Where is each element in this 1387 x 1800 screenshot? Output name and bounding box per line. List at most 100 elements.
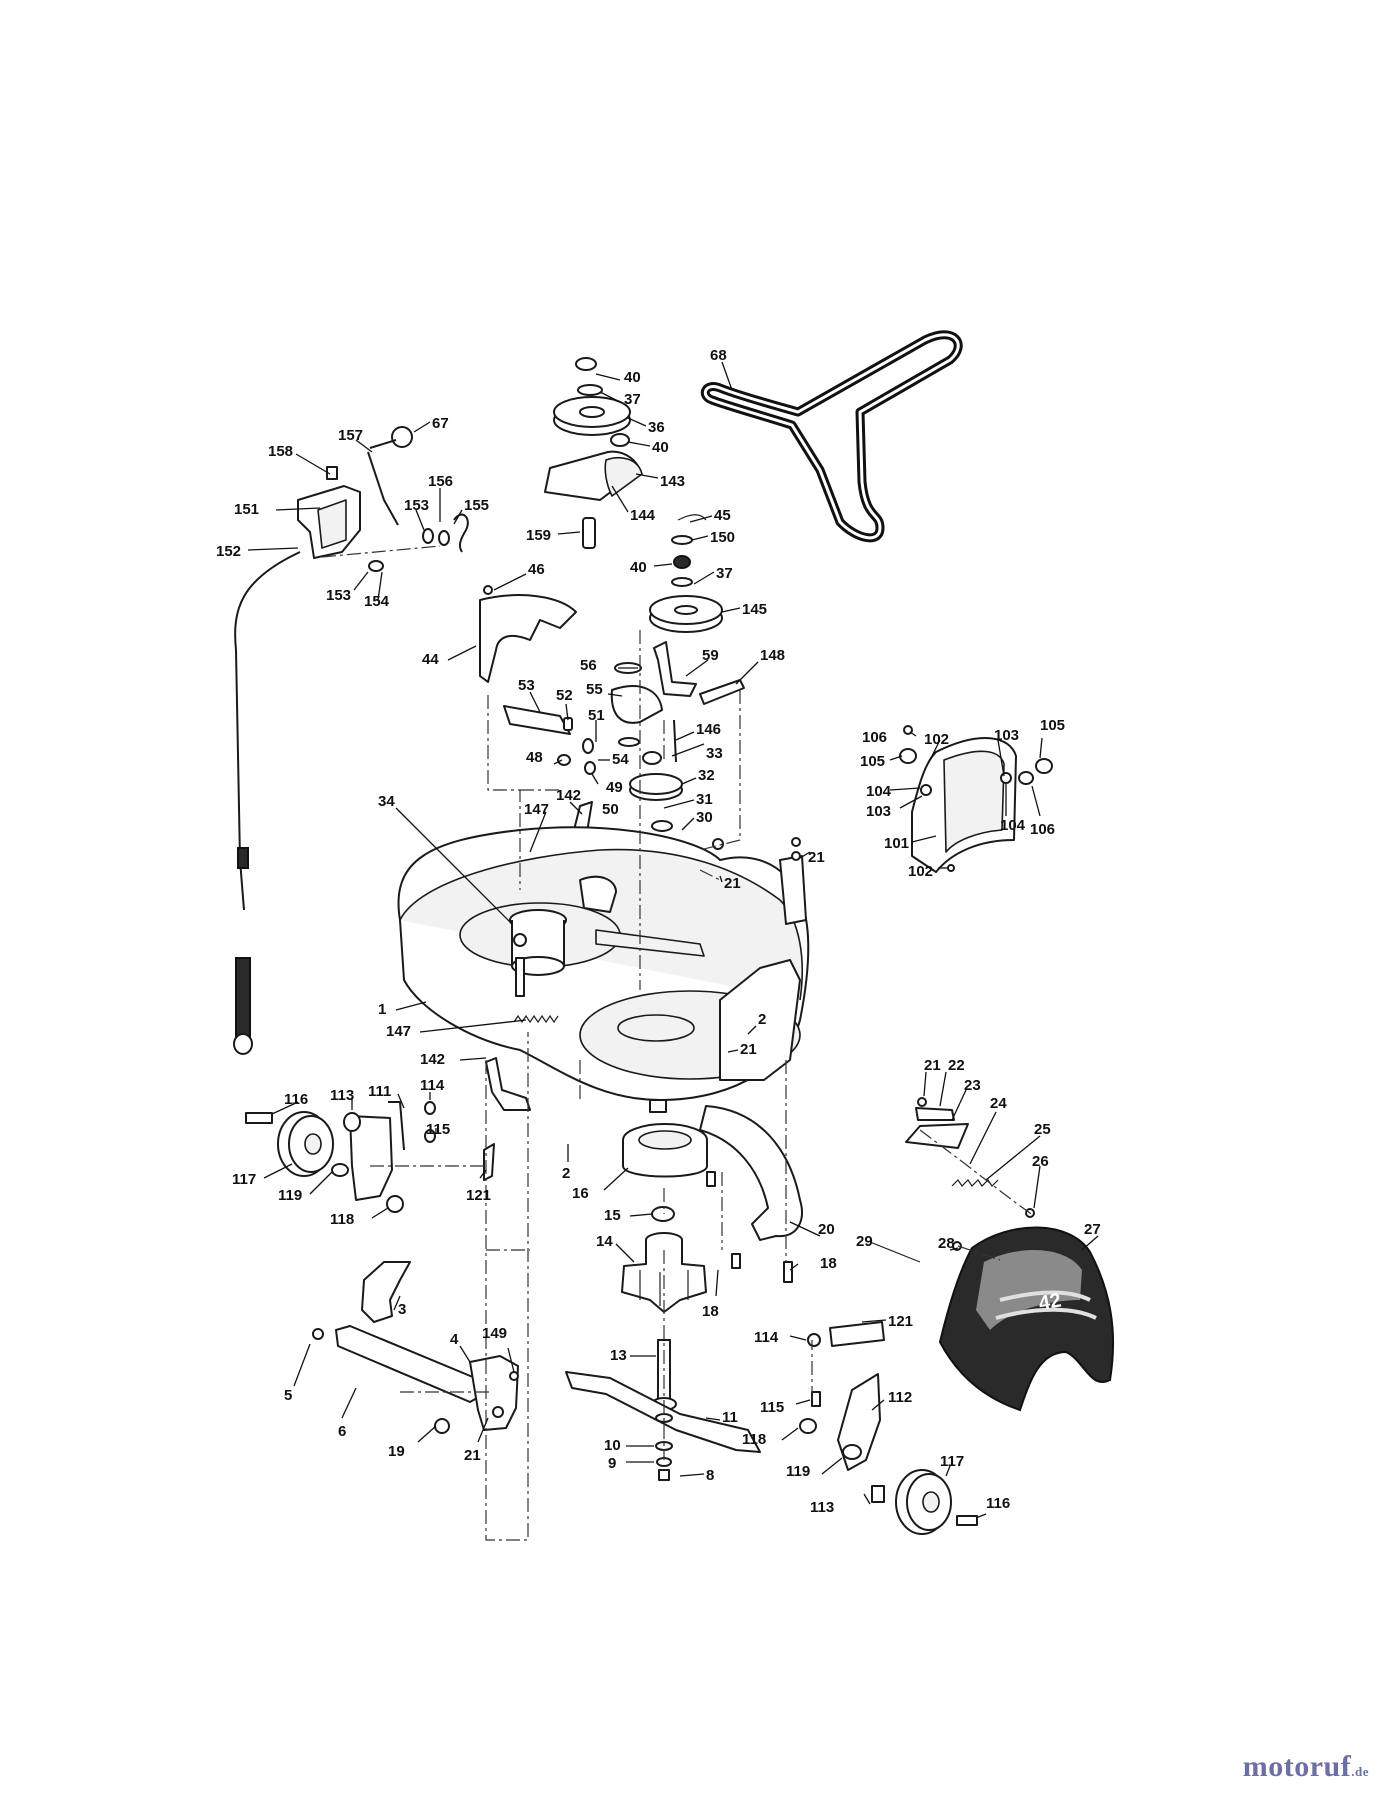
part-callout-2: 2 xyxy=(562,1165,570,1182)
part-callout-8: 8 xyxy=(706,1467,714,1484)
part-callout-19: 19 xyxy=(388,1443,405,1460)
part-callout-20: 20 xyxy=(818,1221,835,1238)
part-callout-21: 21 xyxy=(740,1041,757,1058)
part-callout-142: 142 xyxy=(420,1051,445,1068)
part-callout-121: 121 xyxy=(888,1313,913,1330)
part-callout-53: 53 xyxy=(518,677,535,694)
part-callout-119: 119 xyxy=(786,1463,810,1480)
watermark-brand: motoruf xyxy=(1242,1750,1352,1783)
part-callout-103: 103 xyxy=(866,803,891,820)
callout-leader-lines xyxy=(247,361,1099,1519)
part-callout-118: 118 xyxy=(742,1431,766,1448)
part-callout-114: 114 xyxy=(420,1077,445,1094)
part-callout-145: 145 xyxy=(742,601,767,618)
baffle-bracket xyxy=(699,1105,803,1283)
discharge-deflector-upper xyxy=(899,725,1053,873)
part-callout-28: 28 xyxy=(938,1235,955,1252)
part-callout-113: 113 xyxy=(810,1499,834,1516)
part-callout-116: 116 xyxy=(986,1495,1010,1512)
part-callout-152: 152 xyxy=(216,543,241,560)
part-callout-117: 117 xyxy=(232,1171,256,1188)
part-callout-18: 18 xyxy=(702,1303,719,1320)
part-callout-13: 13 xyxy=(610,1347,627,1364)
part-callout-22: 22 xyxy=(948,1057,965,1074)
part-callout-104: 104 xyxy=(1000,817,1026,834)
part-callout-24: 24 xyxy=(990,1095,1007,1112)
part-callout-25: 25 xyxy=(1034,1121,1051,1138)
part-callout-149: 149 xyxy=(482,1325,507,1342)
part-callout-143: 143 xyxy=(660,473,685,490)
part-callout-9: 9 xyxy=(608,1455,616,1472)
part-callout-102: 102 xyxy=(908,863,933,880)
part-callout-147: 147 xyxy=(524,801,549,818)
part-callout-115: 115 xyxy=(426,1121,450,1138)
part-callout-117: 117 xyxy=(940,1453,964,1470)
part-callout-27: 27 xyxy=(1084,1221,1101,1238)
part-callout-40: 40 xyxy=(630,559,647,576)
part-callout-2: 2 xyxy=(758,1011,766,1028)
part-callout-21: 21 xyxy=(808,849,825,866)
part-callout-23: 23 xyxy=(964,1077,981,1094)
part-callout-59: 59 xyxy=(702,647,719,664)
part-callout-153: 153 xyxy=(404,497,429,514)
part-callout-103: 103 xyxy=(994,727,1019,744)
part-callout-68: 68 xyxy=(710,347,727,364)
part-callout-153: 153 xyxy=(326,587,351,604)
part-callout-21: 21 xyxy=(724,875,741,892)
part-callout-15: 15 xyxy=(604,1207,621,1224)
discharge-chute-assembly: 42 xyxy=(869,1097,1115,1412)
part-callout-159: 159 xyxy=(526,527,551,544)
part-callout-21: 21 xyxy=(924,1057,941,1074)
part-callout-34: 34 xyxy=(378,793,395,810)
part-callout-44: 44 xyxy=(422,651,439,668)
part-callout-14: 14 xyxy=(596,1233,613,1250)
motoruf-watermark: motoruf.de xyxy=(1243,1750,1369,1784)
mower-deck-housing xyxy=(397,826,810,1113)
part-callout-21: 21 xyxy=(464,1447,481,1464)
part-callout-50: 50 xyxy=(602,801,619,818)
part-callout-10: 10 xyxy=(604,1437,621,1454)
part-callout-157: 157 xyxy=(338,427,363,444)
part-callout-30: 30 xyxy=(696,809,713,826)
part-callout-40: 40 xyxy=(652,439,669,456)
part-callout-48: 48 xyxy=(526,749,543,766)
part-callout-101: 101 xyxy=(884,835,909,852)
part-callout-115: 115 xyxy=(760,1399,784,1416)
part-callout-154: 154 xyxy=(364,593,390,610)
front-stabilizer-assembly xyxy=(312,1261,519,1434)
idler-arm-group xyxy=(503,641,745,832)
part-callout-54: 54 xyxy=(612,751,629,768)
assembly-alignment-lines xyxy=(321,545,1035,1541)
part-callout-155: 155 xyxy=(464,497,489,514)
part-callout-55: 55 xyxy=(586,681,603,698)
part-callout-16: 16 xyxy=(572,1185,589,1202)
part-callout-56: 56 xyxy=(580,657,597,674)
part-callout-119: 119 xyxy=(278,1187,302,1204)
belt-guard-left xyxy=(479,585,577,683)
chute-deck-size-marking: 42 xyxy=(1037,1289,1063,1315)
part-callout-142: 142 xyxy=(556,787,581,804)
part-callout-26: 26 xyxy=(1032,1153,1049,1170)
part-callout-111: 111 xyxy=(368,1083,391,1100)
part-callout-113: 113 xyxy=(330,1087,354,1104)
blade-spindle-assembly xyxy=(621,1123,708,1411)
watermark-tld: .de xyxy=(1351,1764,1369,1779)
part-callout-114: 114 xyxy=(754,1329,779,1346)
part-callout-6: 6 xyxy=(338,1423,346,1440)
part-callout-146: 146 xyxy=(696,721,721,738)
left-gauge-wheel-assembly xyxy=(245,1101,495,1213)
part-callout-31: 31 xyxy=(696,791,713,808)
part-callout-52: 52 xyxy=(556,687,573,704)
upper-idler-pulley-group xyxy=(544,357,643,549)
part-callout-11: 11 xyxy=(722,1409,738,1426)
part-callout-40: 40 xyxy=(624,369,641,386)
drive-belt xyxy=(700,330,963,543)
part-callout-45: 45 xyxy=(714,507,731,524)
part-callout-158: 158 xyxy=(268,443,293,460)
part-callout-36: 36 xyxy=(648,419,665,436)
right-gauge-wheel-assembly xyxy=(799,1321,978,1535)
part-callout-102: 102 xyxy=(924,731,949,748)
part-callout-147: 147 xyxy=(386,1023,411,1040)
part-callout-112: 112 xyxy=(888,1389,912,1406)
